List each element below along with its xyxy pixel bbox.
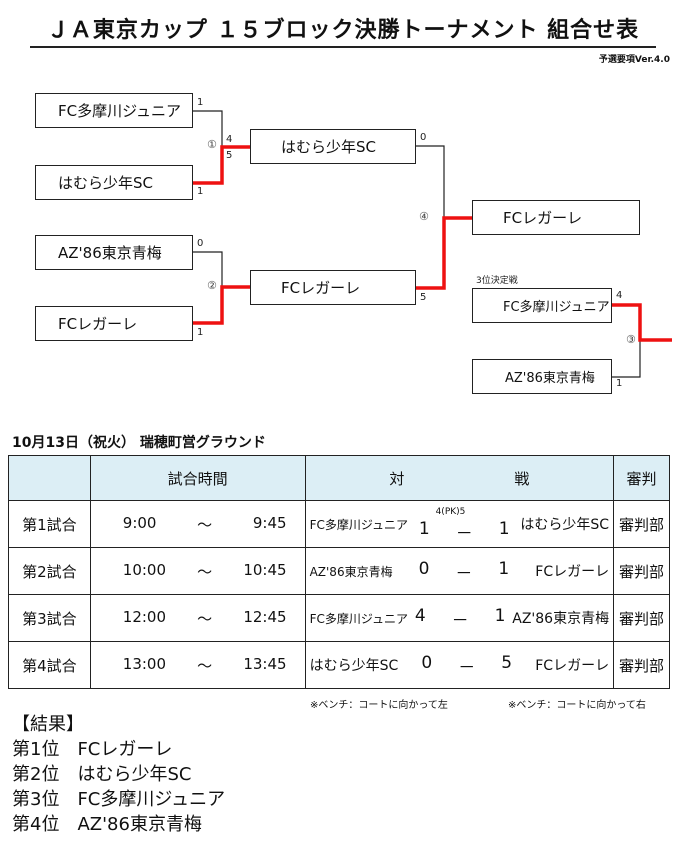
- match-time: 9:00 ～ 9:45: [89, 500, 306, 548]
- end-time: 12:45: [243, 607, 287, 626]
- note-left: ※ベンチ：コートに向かって左: [310, 700, 448, 711]
- table-row: 第2試合 10:00 ～ 10:45 AZ'86東京青梅 0 － 1 FCレガーレ 審判部: [8, 547, 670, 595]
- time-separator: ～: [197, 609, 213, 628]
- header-vs: 対: [389, 469, 405, 488]
- header-time: 試合時間: [89, 455, 306, 501]
- match-result: AZ'86東京青梅 0 － 1 FCレガーレ: [304, 547, 615, 595]
- team-box: FC多摩川ジュニア: [35, 93, 193, 128]
- result-item: 第2位 はむら少年SC: [12, 764, 192, 785]
- home-team: AZ'86東京青梅: [309, 564, 393, 579]
- pk-score: 4(PK)5: [435, 506, 466, 517]
- page-title: ＪＡ東京カップ １５ブロック決勝トーナメント 組合せ表: [30, 12, 656, 48]
- score: 5: [420, 292, 427, 303]
- score: 5: [226, 150, 233, 161]
- time-separator: ～: [197, 562, 213, 581]
- referee: 審判部: [613, 547, 670, 595]
- away-score: 5: [501, 652, 513, 673]
- champion-box: FCレガーレ: [472, 200, 640, 235]
- schedule-date: 10月13日（祝火） 瑞穂町営グラウンド: [12, 435, 266, 451]
- match-name: 第1試合: [8, 500, 91, 548]
- score: 4: [226, 134, 233, 145]
- away-team: はむら少年SC: [520, 517, 610, 533]
- table-row: 第3試合 12:00 ～ 12:45 FC多摩川ジュニア 4 － 1 AZ'86東京青梅 審…: [8, 594, 670, 642]
- table-header: 試合時間 対戦 審判: [8, 455, 670, 501]
- result-item: 第3位 FC多摩川ジュニア: [12, 789, 226, 810]
- match-result: はむら少年SC 0 － 5 FCレガーレ: [304, 641, 615, 689]
- team-box: はむら少年SC: [35, 165, 193, 200]
- home-team: はむら少年SC: [309, 658, 399, 674]
- start-time: 9:00: [122, 513, 157, 532]
- results: 【結果】 第1位 FCレガーレ 第2位 はむら少年SC 第3位 FC多摩川ジュニ…: [12, 712, 225, 837]
- match-number: ②: [207, 279, 217, 292]
- header-sen: 戦: [514, 469, 530, 488]
- team-box: はむら少年SC: [250, 129, 416, 164]
- away-score: 1: [498, 518, 510, 539]
- referee: 審判部: [613, 641, 670, 689]
- team-box: FC多摩川ジュニア: [472, 288, 612, 323]
- match-time: 13:00 ～ 13:45: [89, 641, 306, 689]
- match-number: ④: [419, 210, 429, 223]
- dash: －: [455, 563, 473, 584]
- home-score: 1: [418, 518, 430, 539]
- team-box: AZ'86東京青梅: [35, 235, 193, 270]
- home-team: FC多摩川ジュニア: [309, 517, 409, 532]
- score: 1: [197, 97, 204, 108]
- match-name: 第2試合: [8, 547, 91, 595]
- dash: －: [458, 657, 476, 678]
- header-match: 対戦: [304, 455, 615, 501]
- match-result: FC多摩川ジュニア 4 － 1 AZ'86東京青梅: [304, 594, 615, 642]
- version-label: 予選要項Ver.4.0: [598, 55, 670, 65]
- score: 0: [420, 132, 427, 143]
- match-name: 第3試合: [8, 594, 91, 642]
- away-team: FCレガーレ: [535, 658, 610, 674]
- result-item: 第4位 AZ'86東京青梅: [12, 814, 202, 835]
- match-time: 12:00 ～ 12:45: [89, 594, 306, 642]
- match-number: ①: [207, 138, 217, 151]
- third-place-label: 3位決定戦: [476, 276, 518, 286]
- result-item: 第1位 FCレガーレ: [12, 739, 173, 760]
- away-score: 1: [494, 605, 506, 626]
- header-referee: 審判: [613, 455, 670, 501]
- team-box: FCレガーレ: [35, 306, 193, 341]
- score: 4: [616, 290, 623, 301]
- away-team: FCレガーレ: [535, 564, 610, 580]
- start-time: 12:00: [122, 607, 167, 626]
- referee: 審判部: [613, 500, 670, 548]
- score: 1: [197, 186, 204, 197]
- time-separator: ～: [197, 656, 213, 675]
- start-time: 13:00: [122, 654, 167, 673]
- dash: －: [455, 523, 473, 544]
- home-score: 4: [414, 605, 426, 626]
- team-box: AZ'86東京青梅: [472, 359, 612, 394]
- referee: 審判部: [613, 594, 670, 642]
- away-team: AZ'86東京青梅: [512, 611, 610, 627]
- note-right: ※ベンチ：コートに向かって右: [508, 700, 646, 711]
- away-score: 1: [498, 558, 510, 579]
- match-number: ③: [626, 333, 636, 346]
- score: 1: [616, 378, 623, 389]
- end-time: 13:45: [243, 654, 287, 673]
- score: 1: [197, 327, 204, 338]
- home-score: 0: [418, 558, 430, 579]
- results-heading: 【結果】: [12, 714, 84, 735]
- team-box: FCレガーレ: [250, 270, 416, 305]
- end-time: 10:45: [243, 560, 287, 579]
- end-time: 9:45: [252, 513, 287, 532]
- dash: －: [451, 610, 469, 631]
- score: 0: [197, 238, 204, 249]
- home-team: FC多摩川ジュニア: [309, 611, 409, 626]
- start-time: 10:00: [122, 560, 167, 579]
- time-separator: ～: [197, 515, 213, 534]
- match-name: 第4試合: [8, 641, 91, 689]
- bracket-lines: [193, 110, 672, 378]
- home-score: 0: [421, 652, 433, 673]
- match-time: 10:00 ～ 10:45: [89, 547, 306, 595]
- table-row: 第4試合 13:00 ～ 13:45 はむら少年SC 0 － 5 FCレガーレ 審判部: [8, 641, 670, 689]
